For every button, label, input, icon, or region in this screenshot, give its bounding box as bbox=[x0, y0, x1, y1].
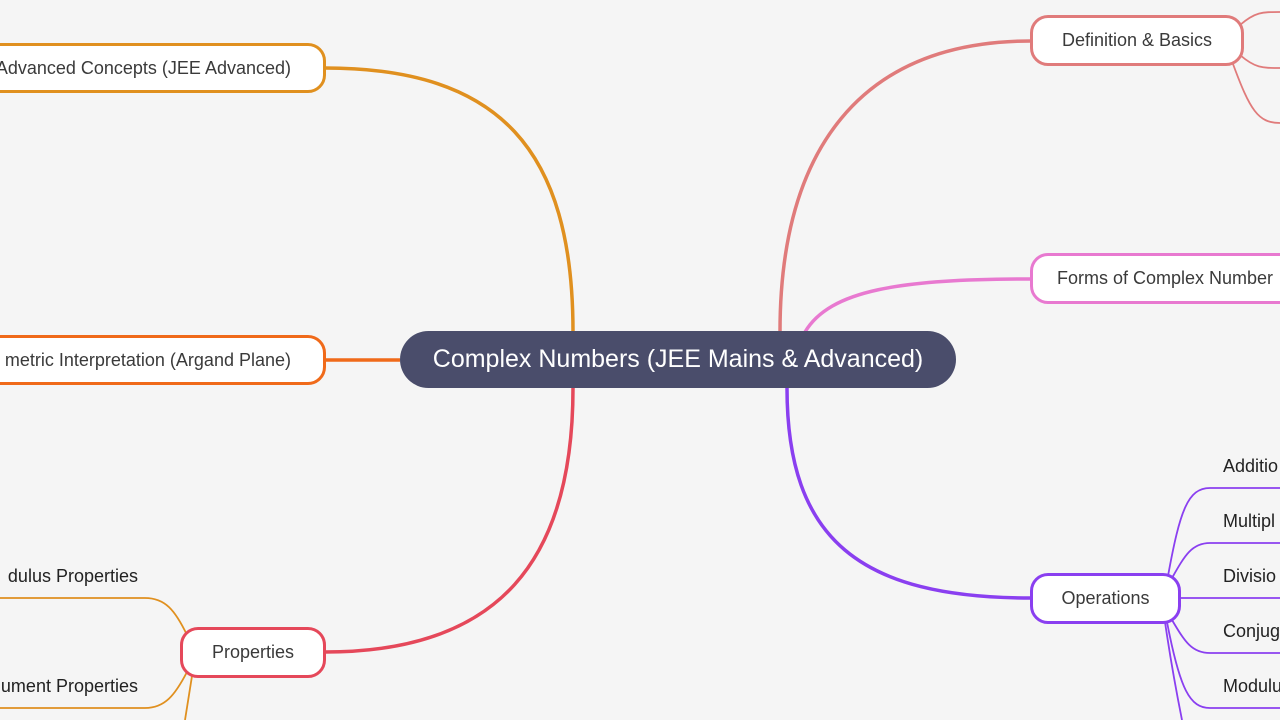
line-op-child bbox=[1171, 542, 1280, 579]
topic-operations[interactable]: Operations bbox=[1030, 573, 1181, 624]
subtopic-division[interactable]: Divisio bbox=[1223, 566, 1277, 586]
line-def-child bbox=[1232, 63, 1280, 124]
line-operations bbox=[785, 387, 1032, 600]
topic-label: Definition & Basics bbox=[1061, 30, 1213, 50]
line-op-child bbox=[1166, 621, 1280, 709]
line-def-child bbox=[1239, 54, 1280, 69]
line-definition bbox=[778, 39, 1032, 333]
central-topic[interactable]: Complex Numbers (JEE Mains & Advanced) bbox=[400, 331, 956, 388]
subtopic-modulus[interactable]: Modulu bbox=[1223, 676, 1280, 696]
line-op-child bbox=[1171, 619, 1280, 654]
topic-label: Operations bbox=[1061, 588, 1150, 608]
central-topic-label: Complex Numbers (JEE Mains & Advanced) bbox=[432, 345, 924, 373]
topic-label: Properties bbox=[211, 642, 295, 662]
line-properties bbox=[324, 387, 575, 654]
topic-label: Advanced Concepts (JEE Advanced) bbox=[0, 57, 291, 78]
line-prop-child bbox=[0, 597, 188, 636]
line-prop-child bbox=[0, 671, 188, 709]
subtopic-modulus-properties[interactable]: dulus Properties bbox=[7, 566, 138, 586]
line-forms bbox=[803, 277, 1032, 333]
subtopic-argument-properties[interactable]: ument Properties bbox=[0, 676, 138, 696]
topic-label: metric Interpretation (Argand Plane) bbox=[4, 349, 291, 370]
topic-definition-basics[interactable]: Definition & Basics bbox=[1030, 15, 1244, 66]
subtopic-conjugate[interactable]: Conjug bbox=[1223, 621, 1280, 641]
line-prop-child bbox=[184, 675, 193, 720]
topic-geometric-interpretation[interactable]: metric Interpretation (Argand Plane) bbox=[0, 335, 326, 385]
subtopic-addition[interactable]: Additio bbox=[1223, 456, 1279, 476]
topic-advanced-concepts[interactable]: Advanced Concepts (JEE Advanced) bbox=[0, 43, 326, 93]
topic-properties[interactable]: Properties bbox=[180, 627, 326, 678]
line-op-child bbox=[1164, 621, 1183, 720]
topic-forms[interactable]: Forms of Complex Number bbox=[1030, 253, 1280, 304]
line-def-child bbox=[1239, 11, 1280, 26]
subtopic-multiplication[interactable]: Multipl bbox=[1223, 511, 1276, 531]
line-op-child bbox=[1167, 487, 1280, 577]
topic-label: Forms of Complex Number bbox=[1057, 268, 1274, 288]
line-advanced bbox=[324, 66, 575, 333]
